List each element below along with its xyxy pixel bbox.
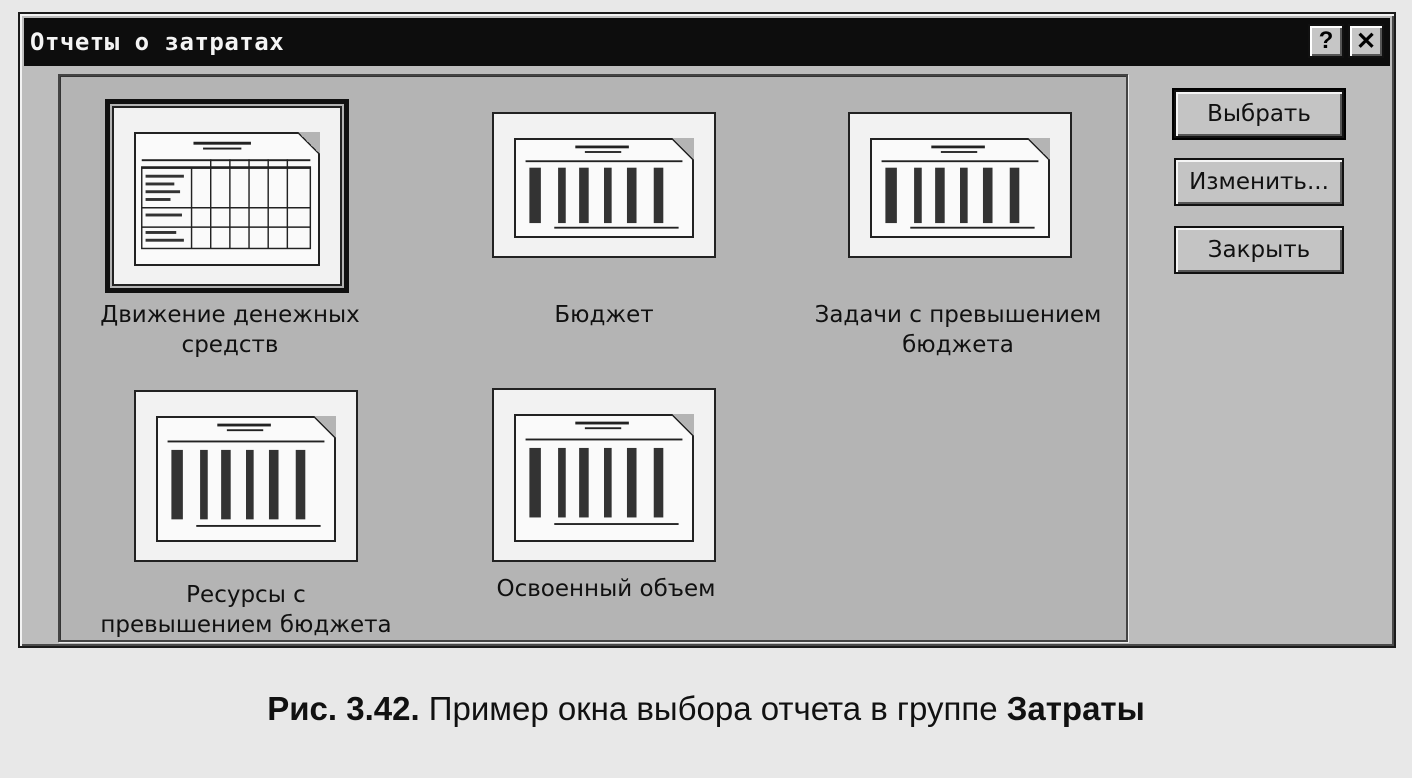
report-tile-cash-flow[interactable] bbox=[105, 99, 349, 293]
figure-number: Рис. 3.42. bbox=[267, 690, 420, 727]
figure-group: Затраты bbox=[1006, 690, 1145, 727]
report-dialog: Отчеты о затратах ? ✕ bbox=[18, 12, 1396, 648]
figure-text: Пример окна выбора отчета в группе bbox=[419, 690, 1007, 727]
report-label-tasks-over-budget[interactable]: Задачи с превышением бюджета bbox=[814, 302, 1102, 358]
report-document-icon bbox=[870, 138, 1050, 238]
report-label-resources-over-budget[interactable]: Ресурсы с превышением бюджета bbox=[100, 582, 392, 638]
report-tile-budget[interactable] bbox=[492, 112, 716, 258]
report-document-icon bbox=[156, 416, 336, 542]
report-document-icon bbox=[514, 138, 694, 238]
report-tile-earned-value[interactable] bbox=[492, 388, 716, 562]
report-document-icon bbox=[134, 132, 320, 266]
edit-button[interactable]: Изменить... bbox=[1174, 158, 1344, 206]
report-gallery: Движение денежных средств bbox=[58, 74, 1128, 642]
window-title: Отчеты о затратах bbox=[30, 28, 285, 56]
report-label-earned-value[interactable]: Освоенный объем bbox=[496, 576, 716, 602]
select-button[interactable]: Выбрать bbox=[1172, 88, 1346, 140]
title-bar-buttons: ? ✕ bbox=[1308, 24, 1384, 58]
report-document-icon bbox=[514, 414, 694, 542]
close-icon[interactable]: ✕ bbox=[1348, 24, 1384, 58]
close-button[interactable]: Закрыть bbox=[1174, 226, 1344, 274]
report-tile-tasks-over-budget[interactable] bbox=[848, 112, 1072, 258]
report-label-budget[interactable]: Бюджет bbox=[554, 302, 654, 328]
figure-caption: Рис. 3.42. Пример окна выбора отчета в г… bbox=[0, 690, 1412, 728]
title-bar[interactable]: Отчеты о затратах ? ✕ bbox=[24, 18, 1390, 66]
report-label-cash-flow[interactable]: Движение денежных средств bbox=[100, 302, 360, 358]
report-tile-resources-over-budget[interactable] bbox=[134, 390, 358, 562]
help-icon[interactable]: ? bbox=[1308, 24, 1344, 58]
